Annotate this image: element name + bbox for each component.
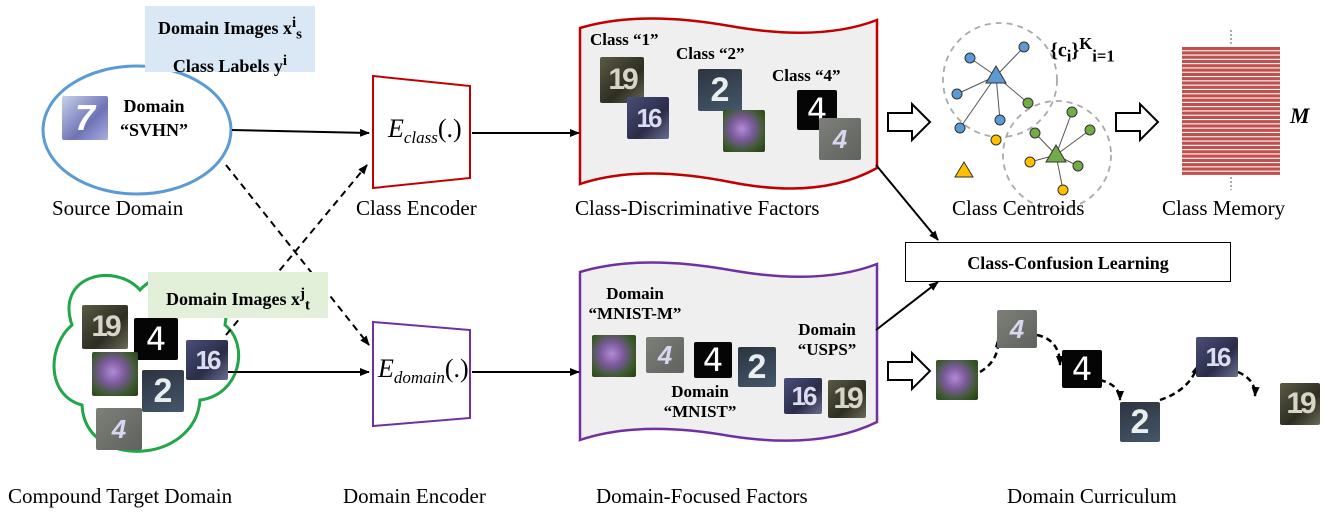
source-domain-ring [41,64,233,196]
memory-slot [1182,141,1280,145]
curriculum-tile-19: 19 [1280,383,1320,425]
centroid-formula: {ci}Ki=1 [1050,34,1115,66]
class-2-label: Class “2” [676,44,745,63]
domain-mnistm-label: Domain“MNIST-M” [588,284,682,323]
class-confusion-box: Class-Confusion Learning [905,242,1231,282]
domain-usps-label: Domain“USPS” [797,320,857,359]
class-tile-19: 19 [600,57,644,103]
source-domain-caption: Source Domain [52,196,184,220]
source-domain-label: Domain“SVHN” [119,96,188,140]
class-centroid-graph [942,22,1112,210]
class-1-label: Class “1” [590,30,659,49]
memory-slot [1182,102,1280,107]
memory-slot [1182,72,1280,76]
class-centroids-caption: Class Centroids [952,196,1085,220]
memory-slot [1182,94,1280,98]
memory-slot [1182,120,1280,124]
curriculum-tile-gray4: 4 [997,310,1037,348]
domain-tile-2: 2 [738,347,776,387]
memory-slot [1182,163,1280,167]
target-images-label: Domain Images x [166,289,300,309]
target-tile-19: 19 [82,305,128,349]
source-classes-label: Class Labels y [172,55,283,76]
target-tile-flower [92,352,138,396]
memory-slot [1182,150,1280,154]
class-4-label: Class “4” [772,66,841,85]
memory-slot [1182,167,1280,171]
domain-encoder-shape [372,320,471,428]
memory-slot [1182,111,1280,115]
memory-slot [1182,171,1280,175]
memory-slot [1182,128,1280,132]
memory-slot [1182,68,1280,72]
domain-encoder-caption: Domain Encoder [343,484,486,508]
class-encoder-formula: Eclass(.) [388,114,462,148]
memory-slot [1182,98,1280,102]
domain-tile-gray4: 4 [646,337,684,373]
curriculum-tile-2: 2 [1120,402,1160,442]
target-tile-4: 4 [134,318,178,360]
source-label-box: Domain Images xis Class Labels yi [145,6,315,76]
domain-factors-caption: Domain-Focused Factors [596,484,808,508]
memory-slot [1182,90,1280,94]
memory-slot [1182,124,1280,128]
domain-curriculum-caption: Domain Curriculum [1007,484,1177,508]
domain-encoder-formula: Edomain(.) [378,354,469,388]
domain-tile-flower [592,335,636,377]
memory-slot [1182,51,1280,55]
curriculum-tile-flower [936,360,978,400]
source-images-label: Domain Images x [157,18,292,38]
class-encoder-caption: Class Encoder [356,196,477,220]
memory-slot [1182,77,1280,81]
memory-slot [1182,55,1280,59]
curriculum-tile-16: 16 [1196,337,1238,377]
memory-slot [1182,64,1280,68]
memory-slot [1182,145,1280,150]
memory-slot [1182,107,1280,111]
memory-slot [1182,47,1280,51]
domain-mnist-label: Domain“MNIST” [663,382,737,421]
class-tile-16: 16 [627,97,669,139]
curriculum-tile-mnist4: 4 [1062,350,1102,388]
class-memory-caption: Class Memory [1162,196,1286,220]
memory-slot [1182,158,1280,162]
memory-slot [1182,85,1280,89]
memory-slot [1182,133,1280,137]
memory-slot [1182,59,1280,64]
class-tile-flower [723,110,765,152]
target-tile-2: 2 [142,370,184,412]
memory-slot [1182,115,1280,119]
memory-slot [1182,81,1280,85]
domain-tile-19: 19 [828,380,866,418]
class-factors-caption: Class-Discriminative Factors [575,196,820,220]
domain-tile-16: 16 [784,378,822,414]
memory-symbol: M [1290,103,1310,128]
target-domain-caption: Compound Target Domain [8,484,233,508]
target-label-box: Domain Images xjt [148,272,328,318]
target-tile-16: 16 [186,340,228,380]
memory-slot [1182,137,1280,141]
class-memory-stack [1182,30,1280,190]
class-tile-2: 2 [698,69,742,111]
class-encoder-shape [372,74,471,190]
source-svhn-tile: 7 [62,96,108,140]
class-tile-gray4: 4 [819,118,861,160]
memory-slot [1182,154,1280,158]
target-tile-gray4: 4 [96,408,142,450]
domain-tile-mnist4: 4 [694,342,732,378]
